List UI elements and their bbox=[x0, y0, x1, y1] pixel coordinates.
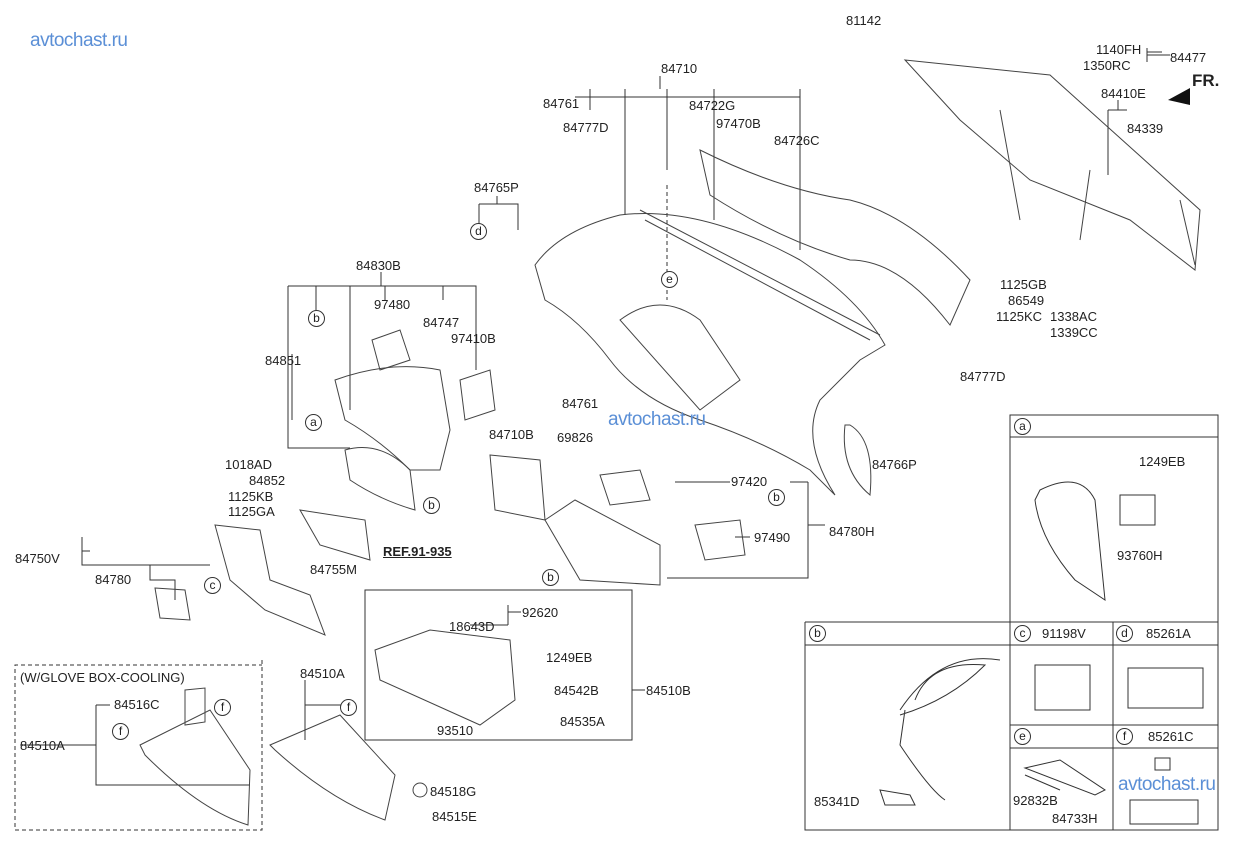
inset-letter: f bbox=[1116, 728, 1133, 745]
part-label: 1125GA bbox=[228, 504, 275, 519]
part-label: 69826 bbox=[557, 430, 594, 445]
part-label: 84766P bbox=[872, 457, 917, 472]
callout-f: f bbox=[214, 699, 231, 716]
part-label: 1249EB bbox=[1139, 454, 1186, 469]
part-label: 84542B bbox=[554, 683, 599, 698]
part-label: 84710B bbox=[489, 427, 534, 442]
part-label: 84761 bbox=[562, 396, 599, 411]
part-label: 86549 bbox=[1008, 293, 1045, 308]
callout-f: f bbox=[340, 699, 357, 716]
callout-b: b bbox=[308, 310, 325, 327]
part-label: 84510A bbox=[20, 738, 65, 753]
part-label: 84510A bbox=[300, 666, 345, 681]
leader-lines bbox=[14, 48, 1170, 831]
part-label: 97410B bbox=[451, 331, 496, 346]
callout-c: c bbox=[204, 577, 221, 594]
inset-title: 85261C bbox=[1148, 729, 1194, 744]
watermark: avtochast.ru bbox=[1118, 774, 1216, 795]
part-label: 84515E bbox=[432, 809, 477, 824]
part-label: 1140FH bbox=[1096, 42, 1142, 57]
part-label: 84518G bbox=[430, 784, 477, 799]
part-label: 84780 bbox=[95, 572, 132, 587]
part-label: 93510 bbox=[437, 723, 474, 738]
lower-panel-outline bbox=[154, 454, 746, 726]
part-label: 84852 bbox=[249, 473, 286, 488]
part-label: 84535A bbox=[560, 714, 605, 729]
part-label: 1339CC bbox=[1050, 325, 1098, 340]
part-label: 84733H bbox=[1052, 811, 1098, 826]
part-label: 1125GB bbox=[1000, 277, 1047, 292]
part-label: 1125KB bbox=[228, 489, 274, 504]
part-label: 84516C bbox=[114, 697, 160, 712]
part-label: 97420 bbox=[731, 474, 768, 489]
inset-letter: b bbox=[809, 625, 826, 642]
part-label: 84477 bbox=[1170, 50, 1207, 65]
inset-grid bbox=[804, 414, 1219, 831]
part-label: 84780H bbox=[829, 524, 875, 539]
part-label: 1249EB bbox=[546, 650, 593, 665]
callout-b: b bbox=[423, 497, 440, 514]
duct-outline bbox=[699, 149, 971, 326]
part-label: 84851 bbox=[265, 353, 302, 368]
part-label: 84777D bbox=[960, 369, 1006, 384]
inset-title: 91198V bbox=[1042, 626, 1086, 641]
glove-box-outline bbox=[139, 687, 428, 826]
front-direction-label: FR. bbox=[1192, 71, 1220, 90]
part-label: 84726C bbox=[774, 133, 820, 148]
callout-e: e bbox=[661, 271, 678, 288]
part-label: 18643D bbox=[449, 619, 495, 634]
part-label: 1338AC bbox=[1050, 309, 1097, 324]
part-label: 92620 bbox=[522, 605, 559, 620]
part-label: 93760H bbox=[1117, 548, 1163, 563]
watermark: avtochast.ru bbox=[30, 30, 128, 51]
fr-arrow bbox=[1168, 88, 1190, 105]
part-label: 92832B bbox=[1013, 793, 1058, 808]
part-label: 84777D bbox=[563, 120, 609, 135]
part-label: 1125KC bbox=[996, 309, 1043, 324]
part-label: 84830B bbox=[356, 258, 401, 273]
callout-d: d bbox=[470, 223, 487, 240]
part-label: 84761 bbox=[543, 96, 580, 111]
part-label: 97480 bbox=[374, 297, 411, 312]
part-label: 84747 bbox=[423, 315, 460, 330]
watermark: avtochast.ru bbox=[608, 409, 706, 430]
part-label: 85341D bbox=[814, 794, 860, 809]
callout-f: f bbox=[112, 723, 129, 740]
inset-letter: e bbox=[1014, 728, 1031, 745]
part-label: 84339 bbox=[1127, 121, 1164, 136]
part-label: 1018AD bbox=[225, 457, 272, 472]
cluster-fascia-outline bbox=[334, 329, 496, 511]
part-label: 1350RC bbox=[1083, 58, 1131, 73]
cowl-cross-bar-outline bbox=[903, 59, 1201, 271]
part-label: 84510B bbox=[646, 683, 691, 698]
callout-b: b bbox=[542, 569, 559, 586]
part-label: 84755M bbox=[310, 562, 357, 577]
inset-letter: c bbox=[1014, 625, 1031, 642]
variant-label: (W/GLOVE BOX-COOLING) bbox=[20, 670, 185, 685]
inset-letter: d bbox=[1116, 625, 1133, 642]
callout-a: a bbox=[305, 414, 322, 431]
part-label: 84722G bbox=[689, 98, 736, 113]
part-label: 84710 bbox=[661, 61, 698, 76]
inset-letter: a bbox=[1014, 418, 1031, 435]
part-label: 84750V bbox=[15, 551, 60, 566]
part-label: 97490 bbox=[754, 530, 791, 545]
part-label: 81142 bbox=[846, 13, 882, 28]
part-label: 84410E bbox=[1101, 86, 1146, 101]
callout-b: b bbox=[768, 489, 785, 506]
inset-title: 85261A bbox=[1146, 626, 1191, 641]
reference-link[interactable]: REF.91-935 bbox=[383, 544, 452, 559]
crash-pad-outline bbox=[534, 209, 886, 496]
part-label: 84765P bbox=[474, 180, 519, 195]
part-label: 97470B bbox=[716, 116, 761, 131]
